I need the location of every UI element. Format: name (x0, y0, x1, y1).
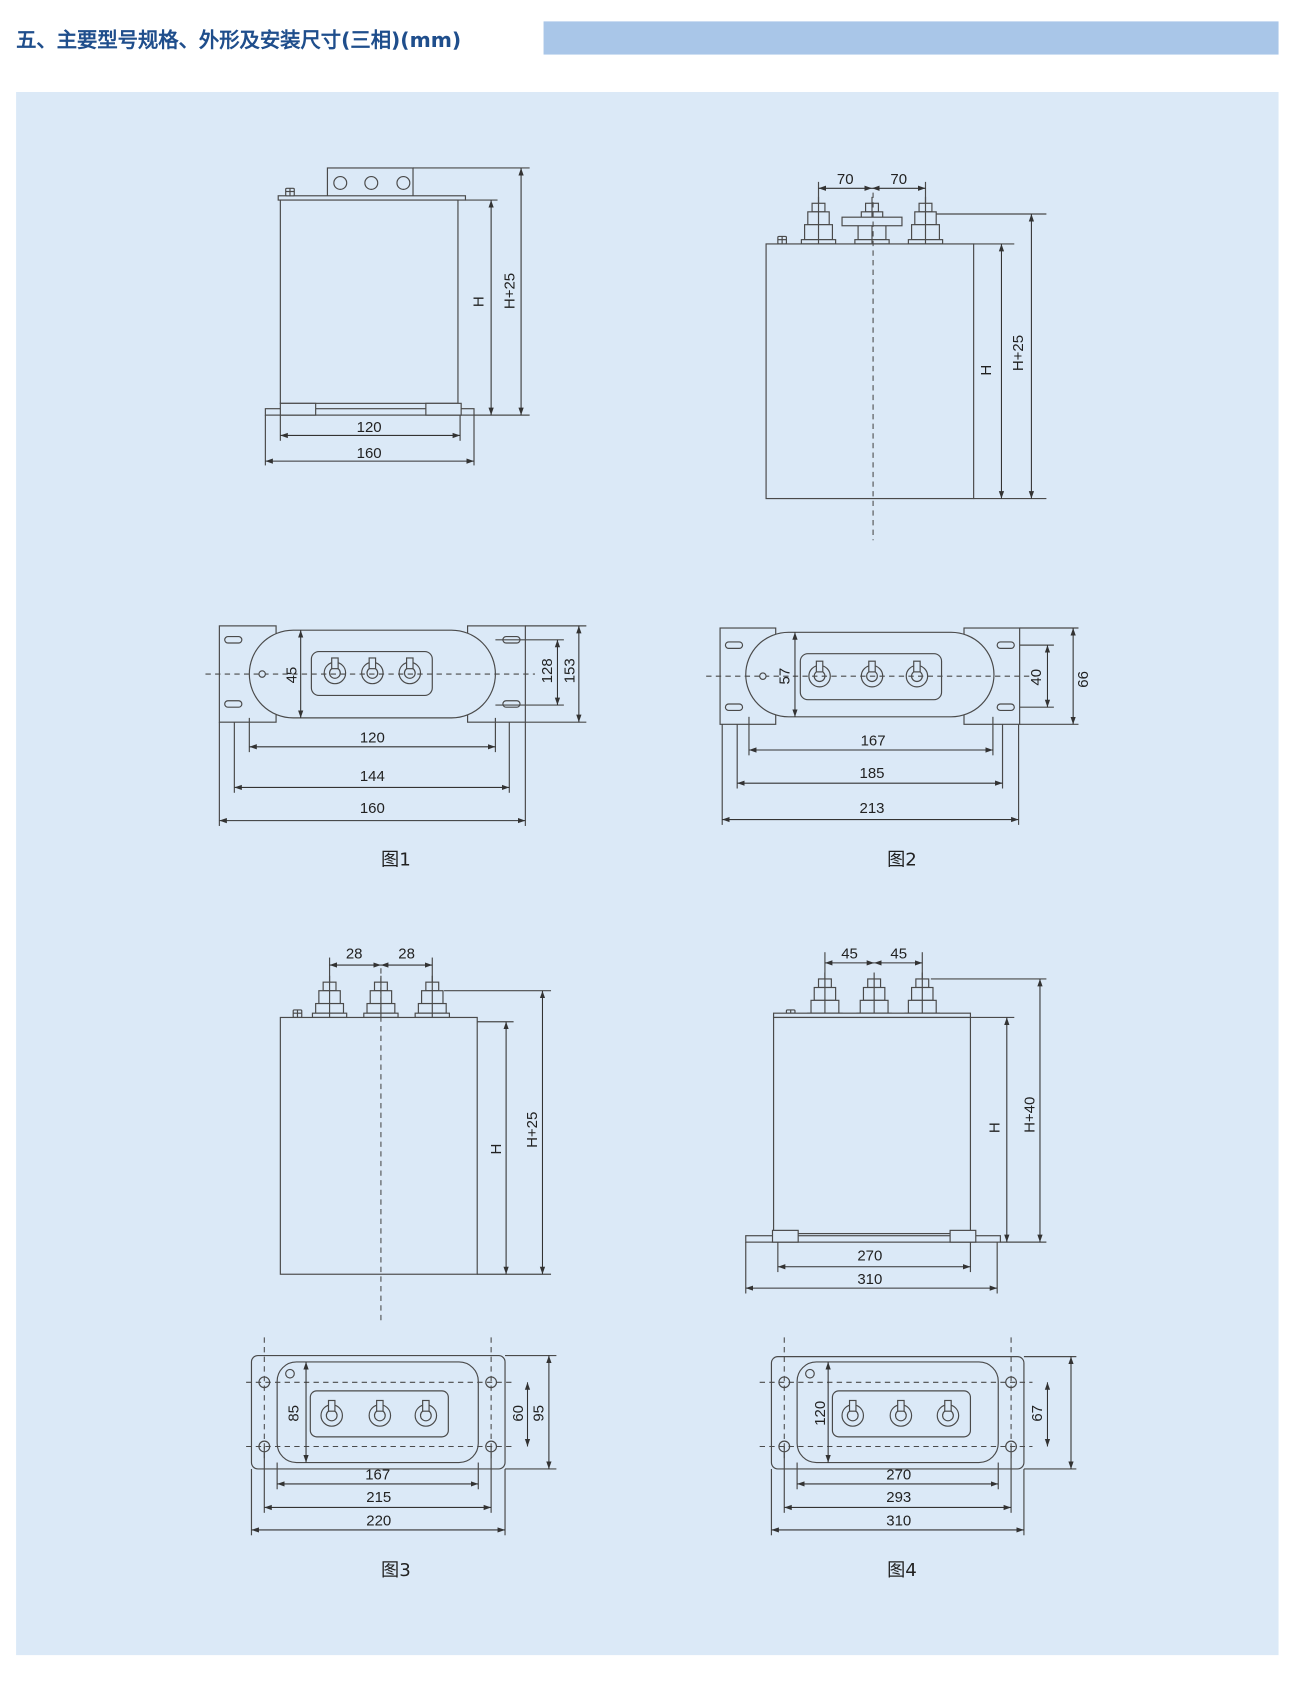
dim-width-inner: 270 (857, 1247, 882, 1264)
capacitor-body (772, 1016, 972, 1235)
dim-top-width-3: 213 (860, 800, 885, 817)
terminal-stud (422, 1399, 430, 1412)
terminal-stud (944, 1399, 952, 1412)
dim-h: H (986, 1122, 1003, 1133)
dim-h-total: H+25 (502, 273, 519, 309)
dim-depth-3: 66 (1075, 671, 1092, 688)
dim-top-width-1: 167 (861, 733, 886, 750)
dim-pitch-1: 45 (841, 946, 858, 963)
capacitor-body (279, 199, 459, 404)
figure-caption: 图1 (381, 850, 411, 871)
ground-point (285, 1368, 295, 1379)
drawing-panel (16, 92, 1279, 1656)
dim-pitch-1: 28 (346, 946, 363, 963)
dim-depth-2: 128 (539, 658, 556, 683)
section-title: 五、主要型号规格、外形及安装尺寸(三相)(mm) (16, 28, 461, 52)
dim-top-width-3: 160 (360, 800, 385, 817)
dim-depth-1: 45 (283, 667, 300, 684)
dim-depth-3: 95 (531, 1405, 548, 1422)
capacitor-body (765, 243, 975, 500)
terminal-stud (331, 657, 339, 670)
mount-slot (502, 700, 521, 708)
terminal-stud (815, 660, 824, 673)
foot (279, 402, 317, 416)
dim-width-inner: 120 (357, 419, 382, 436)
terminal-stud (848, 1399, 857, 1412)
dim-pitch-2: 28 (398, 946, 415, 963)
mount-slot (996, 703, 1015, 711)
dim-top-width-1: 120 (360, 730, 385, 747)
foot (949, 1229, 977, 1243)
ground-point (805, 1368, 815, 1379)
mount-slot (224, 635, 243, 644)
dim-top-width-3: 220 (366, 1513, 391, 1530)
mount-base (264, 408, 475, 416)
dim-pitch-1: 70 (837, 171, 854, 188)
figure-caption: 图4 (887, 1560, 917, 1581)
dim-width-outer: 310 (857, 1271, 882, 1288)
foot (771, 1229, 799, 1243)
dim-pitch-2: 45 (890, 946, 907, 963)
mount-slot (724, 641, 744, 649)
figure-caption: 图2 (887, 850, 917, 871)
terminal-stud (897, 1399, 905, 1412)
lid (277, 195, 467, 201)
terminal-stud (376, 1399, 384, 1412)
dim-top-width-2: 185 (860, 765, 885, 782)
dim-depth-2: 67 (1029, 1405, 1046, 1422)
dim-h-total: H+40 (1022, 1097, 1039, 1133)
foot (425, 402, 462, 416)
mount-slot (224, 700, 243, 708)
dim-depth-1: 120 (812, 1401, 829, 1426)
terminal-hole (364, 175, 379, 190)
busbar (841, 216, 903, 227)
dim-top-width-2: 215 (366, 1489, 391, 1506)
dim-h: H (978, 365, 995, 376)
capacitor-body (279, 1016, 478, 1275)
figure-4: 45 45 H H+40 270 310 120 67 270 293 310 … (812, 946, 1046, 1581)
terminal-hole (333, 175, 348, 190)
terminal-stud (406, 657, 414, 670)
mount-slot (724, 703, 744, 711)
dim-top-width-1: 167 (365, 1467, 390, 1484)
dim-h-total: H+25 (1010, 335, 1027, 371)
ground-point (759, 672, 767, 680)
figure-caption: 图3 (381, 1560, 411, 1581)
dim-pitch-2: 70 (890, 171, 907, 188)
dim-depth-2: 40 (1028, 669, 1045, 686)
dim-top-width-2: 144 (360, 768, 385, 785)
dim-top-width-1: 270 (886, 1467, 911, 1484)
terminal-stud (327, 1399, 336, 1412)
title-bar (543, 21, 1279, 55)
terminal-hole (396, 175, 411, 190)
dim-h: H (488, 1144, 505, 1155)
terminal-stud (868, 660, 876, 673)
figure-3: 28 28 H H+25 85 60 95 167 215 220 图3 (286, 946, 548, 1581)
dim-top-width-3: 310 (886, 1513, 911, 1530)
lid (772, 1012, 972, 1019)
mount-base (745, 1235, 1001, 1243)
figure-1: H H+25 120 160 45 128 153 120 144 160 图1 (283, 273, 578, 871)
dim-h-total: H+25 (524, 1112, 541, 1148)
dim-depth-3: 153 (562, 658, 579, 683)
ground-point (258, 670, 266, 678)
terminal-stud (913, 660, 921, 673)
mount-slot (996, 641, 1015, 649)
dim-depth-1: 85 (286, 1405, 303, 1422)
dim-depth-2: 60 (510, 1405, 527, 1422)
figure-2: 70 70 H H+25 57 40 66 167 185 213 图2 (777, 171, 1092, 871)
dim-width-outer: 160 (357, 445, 382, 462)
terminal-stud (368, 657, 377, 670)
dim-depth-1: 57 (777, 668, 794, 685)
dim-top-width-2: 293 (886, 1489, 911, 1506)
dim-h: H (471, 296, 488, 307)
